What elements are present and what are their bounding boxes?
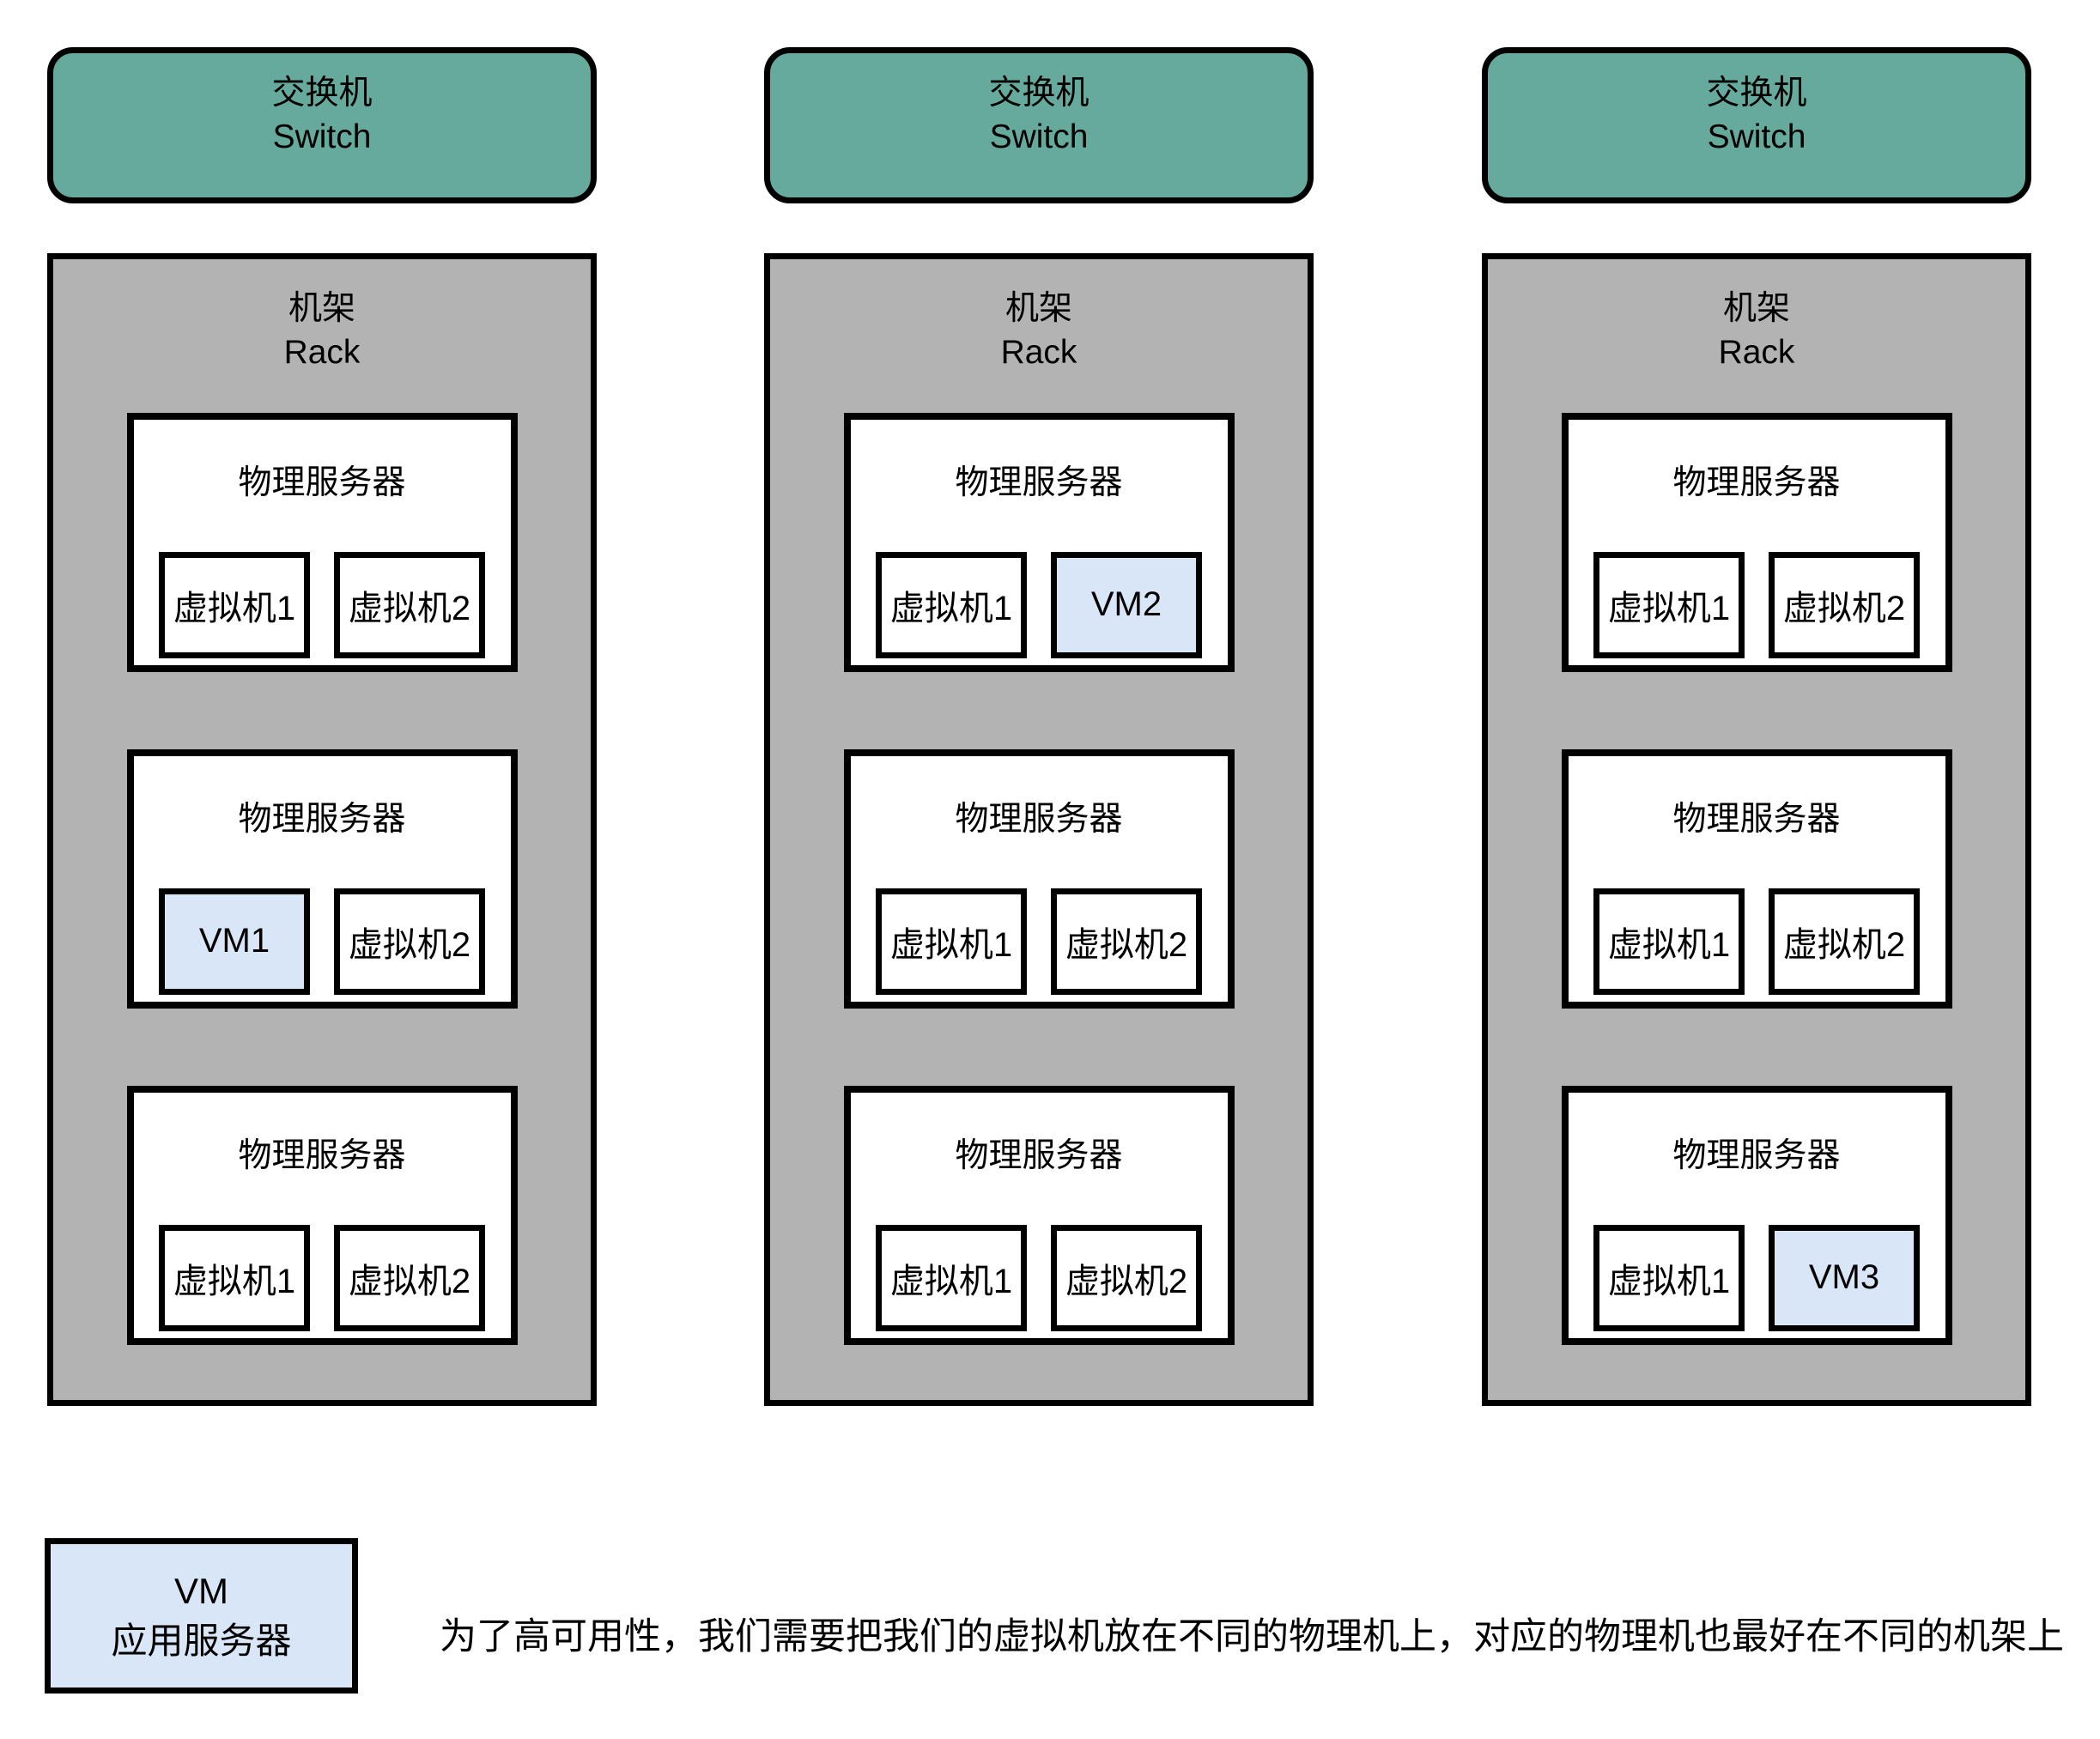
rack-label-cn: 机架 [1004,290,1072,327]
vm-row: 虚拟机1 虚拟机2 [159,551,485,658]
switch-label-cn: 交换机 [1706,74,1807,112]
server-r1-s1: 物理服务器 虚拟机1 虚拟机2 [126,412,518,672]
server-r1-s2: 物理服务器 VM1 虚拟机2 [126,748,518,1009]
server-r3-s2: 物理服务器 虚拟机1 虚拟机2 [1561,748,1952,1009]
switch-label-en: Switch [989,118,1089,155]
vm-box-r3-s1-v1: 虚拟机1 [1593,551,1745,658]
vm-box-r2-s1-v2: VM2 [1051,551,1202,658]
server-r2-s2: 物理服务器 虚拟机1 虚拟机2 [843,748,1235,1009]
vm-box-r2-s2-v1: 虚拟机1 [876,888,1027,995]
server-title: 物理服务器 [1672,800,1841,838]
switch-label-cn: 交换机 [271,74,373,112]
vm-row: 虚拟机1 虚拟机2 [159,1224,485,1331]
vm-box-r2-s3-v1: 虚拟机1 [876,1224,1027,1331]
vm-box-r1-s2-v1: VM1 [159,888,310,995]
vm-box-r1-s3-v1: 虚拟机1 [159,1224,310,1331]
server-title: 物理服务器 [238,1136,406,1174]
rack-label-en: Rack [283,334,361,372]
server-title: 物理服务器 [238,800,406,838]
rack-label-en: Rack [1000,334,1077,372]
vm-box-r1-s1-v1: 虚拟机1 [159,551,310,658]
switch-label-cn: 交换机 [988,74,1089,112]
server-r3-s1: 物理服务器 虚拟机1 虚拟机2 [1561,412,1952,672]
vm-box-r2-s3-v2: 虚拟机2 [1051,1224,1202,1331]
rack-1: 机架 Rack 物理服务器 虚拟机1 虚拟机2 物理服务器 VM1 虚拟机2 物… [47,253,597,1406]
vm-row: 虚拟机1 虚拟机2 [1593,888,1920,995]
server-r1-s3: 物理服务器 虚拟机1 虚拟机2 [126,1085,518,1345]
server-r3-s3: 物理服务器 虚拟机1 VM3 [1561,1085,1952,1345]
rack-3: 机架 Rack 物理服务器 虚拟机1 虚拟机2 物理服务器 虚拟机1 虚拟机2 … [1482,253,2031,1406]
vm-row: 虚拟机1 VM3 [1593,1224,1920,1331]
server-r2-s3: 物理服务器 虚拟机1 虚拟机2 [843,1085,1235,1345]
vm-box-r2-s1-v1: 虚拟机1 [876,551,1027,658]
server-title: 物理服务器 [955,800,1123,838]
caption-text: 为了高可用性，我们需要把我们的虚拟机放在不同的物理机上，对应的物理机也最好在不同… [440,1616,2064,1657]
vm-box-r2-s2-v2: 虚拟机2 [1051,888,1202,995]
server-title: 物理服务器 [955,1136,1123,1174]
switch-box-2: 交换机 Switch [764,47,1314,203]
server-title: 物理服务器 [238,464,406,501]
rack-label-en: Rack [1718,334,1795,372]
rack-label-cn: 机架 [1722,290,1790,327]
legend-line2: 应用服务器 [111,1620,292,1661]
switch-box-3: 交换机 Switch [1482,47,2031,203]
vm-box-r3-s3-v1: 虚拟机1 [1593,1224,1745,1331]
vm-row: 虚拟机1 VM2 [876,551,1202,658]
switch-box-1: 交换机 Switch [47,47,597,203]
rack-label: 机架 Rack [284,287,361,375]
column-1: 交换机 Switch 机架 Rack 物理服务器 虚拟机1 虚拟机2 物理服务器… [47,47,597,1406]
vm-box-r1-s1-v2: 虚拟机2 [334,551,485,658]
server-title: 物理服务器 [955,464,1123,501]
legend-vm-app-server: VM 应用服务器 [45,1538,358,1694]
switch-label-en: Switch [272,118,372,155]
vm-row: 虚拟机1 虚拟机2 [1593,551,1920,658]
server-title: 物理服务器 [1672,464,1841,501]
vm-row: 虚拟机1 虚拟机2 [876,1224,1202,1331]
legend-line1: VM [174,1570,228,1611]
rack-2: 机架 Rack 物理服务器 虚拟机1 VM2 物理服务器 虚拟机1 虚拟机2 物… [764,253,1314,1406]
vm-row: VM1 虚拟机2 [159,888,485,995]
rack-label-cn: 机架 [288,290,355,327]
column-2: 交换机 Switch 机架 Rack 物理服务器 虚拟机1 VM2 物理服务器 … [764,47,1314,1406]
server-r2-s1: 物理服务器 虚拟机1 VM2 [843,412,1235,672]
vm-row: 虚拟机1 虚拟机2 [876,888,1202,995]
rack-label: 机架 Rack [1719,287,1795,375]
vm-box-r3-s2-v1: 虚拟机1 [1593,888,1745,995]
vm-box-r3-s1-v2: 虚拟机2 [1769,551,1920,658]
server-title: 物理服务器 [1672,1136,1841,1174]
vm-box-r3-s3-v2: VM3 [1769,1224,1920,1331]
vm-box-r1-s2-v2: 虚拟机2 [334,888,485,995]
switch-label-en: Switch [1707,118,1806,155]
vm-box-r1-s3-v2: 虚拟机2 [334,1224,485,1331]
column-3: 交换机 Switch 机架 Rack 物理服务器 虚拟机1 虚拟机2 物理服务器… [1482,47,2031,1406]
rack-label: 机架 Rack [1001,287,1077,375]
vm-box-r3-s2-v2: 虚拟机2 [1769,888,1920,995]
